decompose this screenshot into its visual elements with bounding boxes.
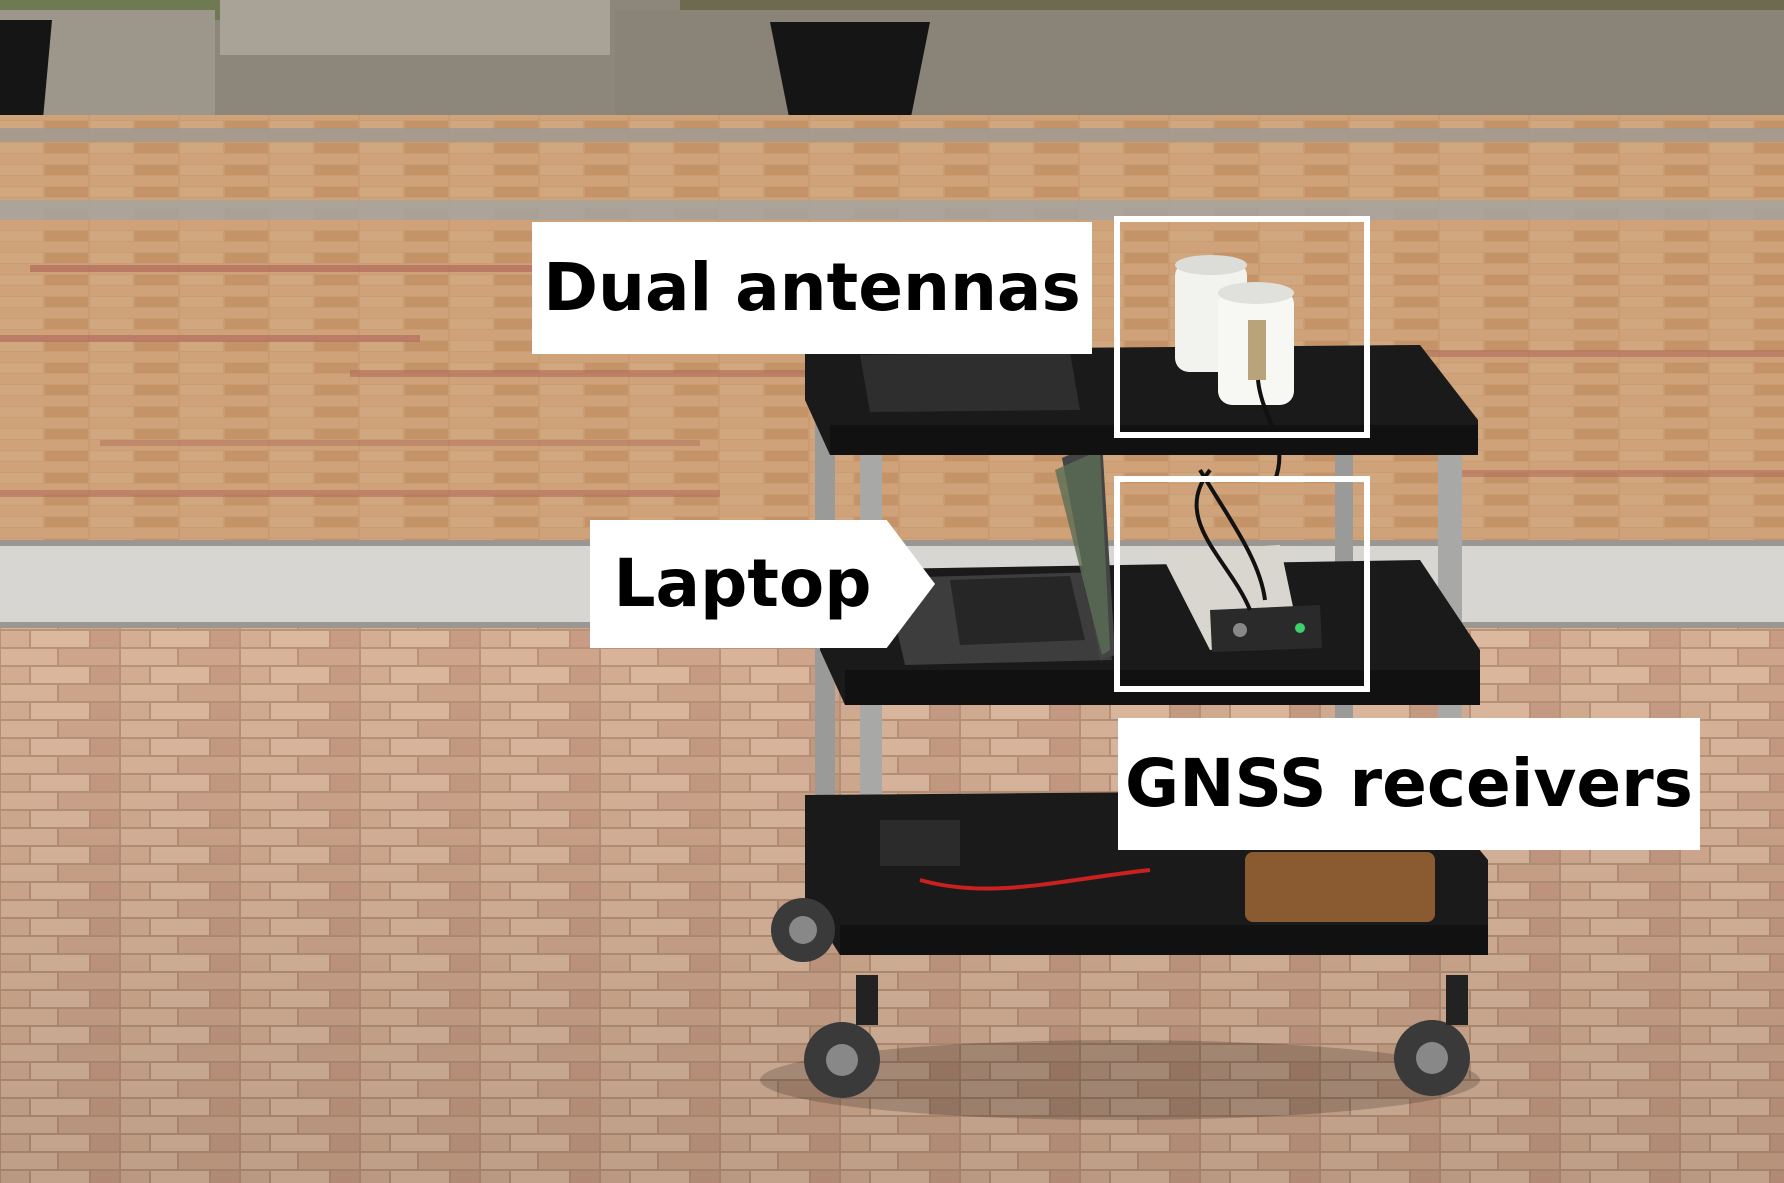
caster-wheels xyxy=(771,898,1470,1098)
power-strip xyxy=(880,820,960,866)
laptop-label: Laptop xyxy=(590,520,935,648)
receivers-highlight-box xyxy=(1114,476,1370,692)
antennas-highlight-box xyxy=(1114,216,1370,438)
battery-box xyxy=(1245,852,1435,922)
dual-antennas-label: Dual antennas xyxy=(532,222,1092,354)
black-pot xyxy=(0,20,52,130)
folder xyxy=(860,352,1080,412)
black-pot xyxy=(770,22,930,122)
dual-antennas xyxy=(1175,255,1294,481)
gnss-receivers-label: GNSS receivers xyxy=(1118,718,1700,850)
